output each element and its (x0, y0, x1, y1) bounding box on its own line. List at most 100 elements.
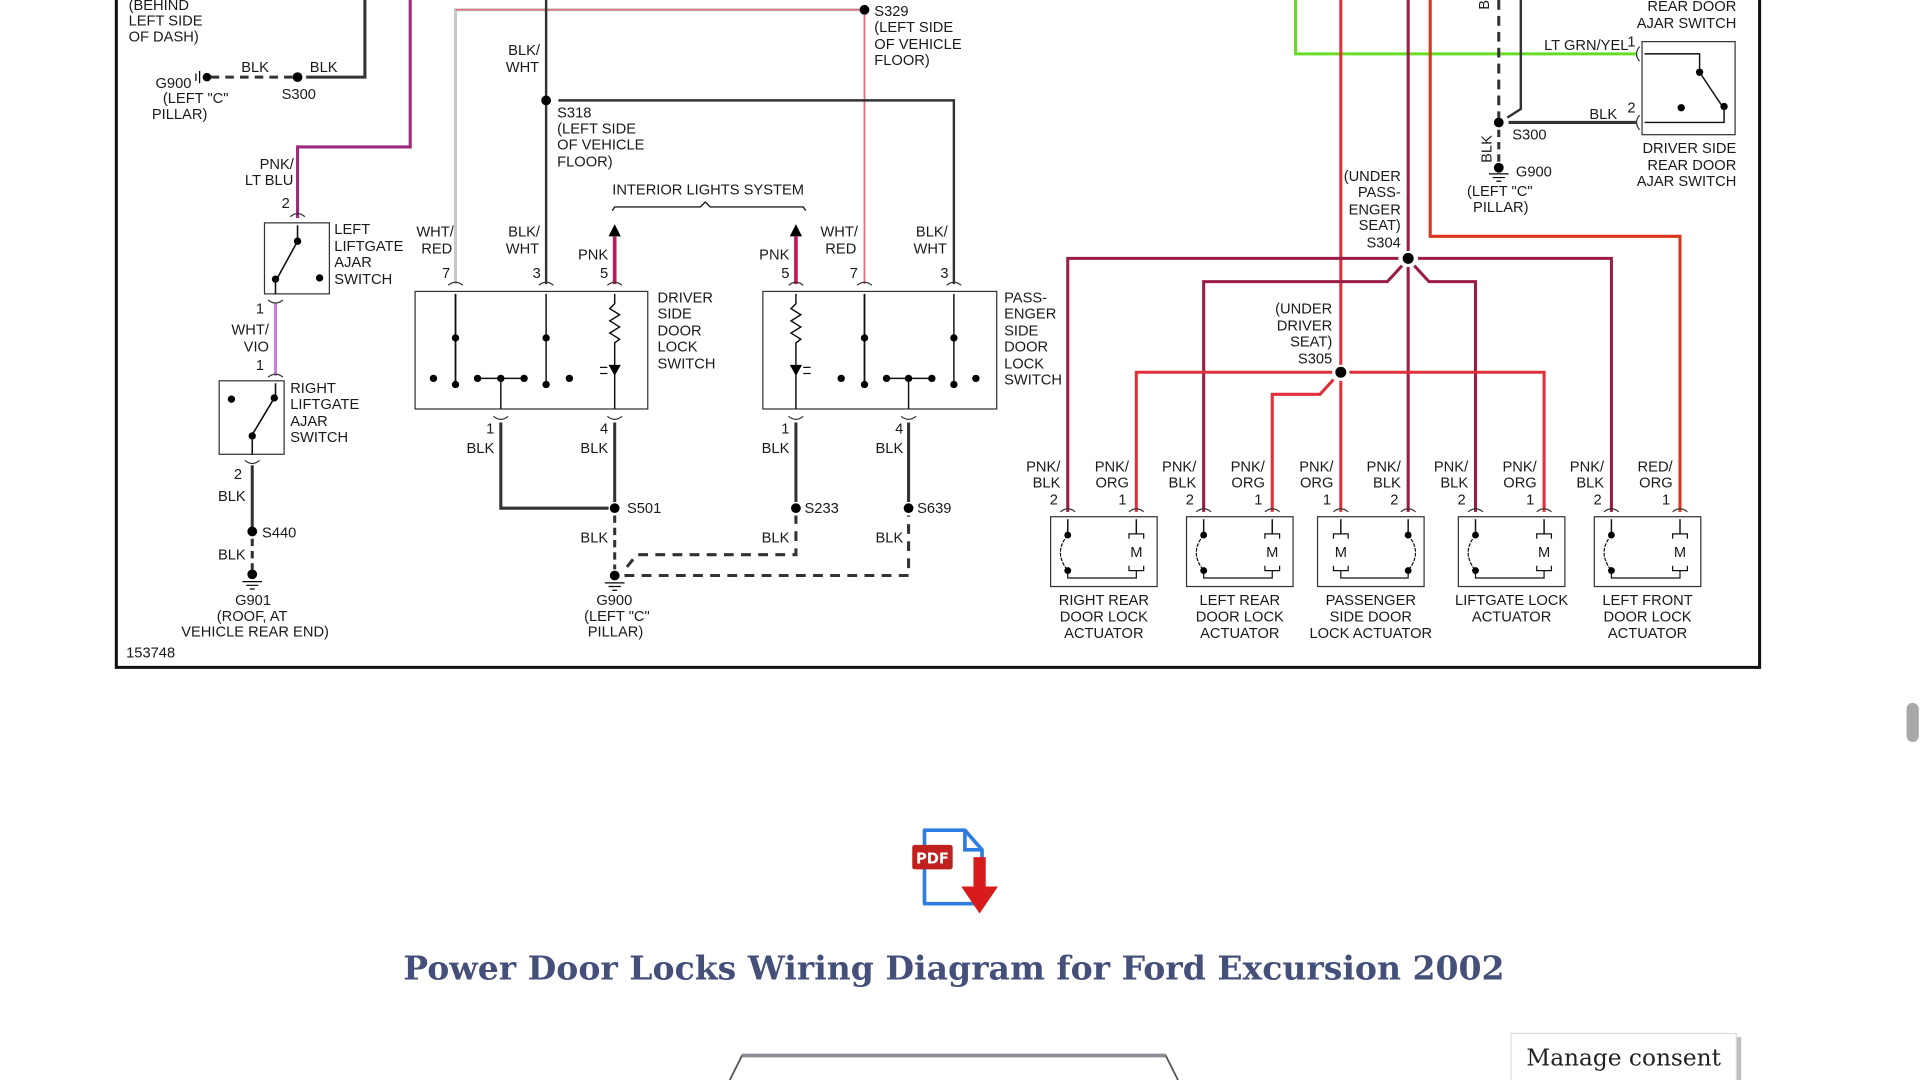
arrow-up-icon (608, 224, 621, 237)
manage-consent-button[interactable]: Manage consent (1510, 1032, 1742, 1080)
wire-label: BLK (580, 530, 608, 546)
splice-s304 (1402, 252, 1414, 264)
pin-number: 2 (1627, 101, 1635, 117)
ground-icon (195, 71, 201, 84)
g901-label: G901 (235, 593, 271, 609)
wire-label: PNK/ORG (1299, 459, 1334, 491)
wire-red-org (1428, 0, 1682, 512)
wire-pnk-blk (1066, 256, 1399, 512)
pin-number: 4 (600, 421, 608, 437)
actuator-box (1316, 516, 1425, 588)
ground-g901 (247, 569, 258, 580)
pin-number: 2 (282, 196, 290, 212)
wire-label: BLK (1589, 107, 1617, 123)
pin-number: 1 (1662, 492, 1670, 508)
wire-label: BLK (218, 489, 246, 505)
wire-label: BLK (876, 530, 904, 546)
wire-label: PNK/BLK (1570, 459, 1605, 491)
splice-s300 (292, 72, 303, 83)
motor-label: M (1266, 545, 1278, 561)
ground-icon (604, 582, 625, 591)
ground-icon (242, 581, 263, 590)
switch-arc (1407, 534, 1417, 571)
motor-icon (1672, 533, 1688, 572)
motor-icon (1128, 533, 1145, 572)
connector (1060, 508, 1145, 513)
scrollbar-thumb[interactable] (1906, 702, 1919, 743)
splice-s233 (791, 503, 801, 514)
pdf-download-icon[interactable]: PDF (912, 828, 998, 914)
wire-blk (499, 422, 609, 510)
wire-pnk-org (1270, 378, 1335, 512)
actuator-lead (1610, 570, 1681, 579)
diagram-id: 153748 (126, 646, 175, 662)
s300-label: S300 (1512, 128, 1546, 144)
wire-label: BLK/WHT (506, 224, 541, 257)
wire-label: BLK (762, 441, 790, 457)
g900-label: G900 (156, 76, 192, 92)
wire-label: LT GRN/YEL (1544, 38, 1628, 54)
wire-lt-grn-yel (1293, 0, 1636, 56)
wire-blk-dashed (624, 515, 911, 578)
partial-card (728, 1054, 1179, 1080)
switch-arc (1467, 534, 1476, 571)
pin-number: 2 (1050, 492, 1058, 508)
interior-lights-bracket (611, 201, 807, 212)
splice-s329 (859, 4, 870, 15)
pin-number: 1 (781, 421, 789, 437)
actuator-lead (1067, 570, 1137, 579)
motor-label: M (1130, 545, 1142, 561)
wire-label: PNK/LT BLU (245, 157, 295, 189)
connector (1333, 508, 1416, 513)
pin-number: 1 (256, 301, 264, 317)
pin-number: 1 (1323, 492, 1331, 508)
motor-label: M (1538, 545, 1550, 561)
s318-label: S318 (557, 106, 591, 122)
g900-location: (LEFT "C"PILLAR) (152, 91, 229, 123)
wire-label: BLK (218, 548, 246, 564)
interior-lights-label: INTERIOR LIGHTS SYSTEM (612, 183, 804, 199)
wire-label: B (1477, 0, 1493, 10)
pin-number: 5 (600, 266, 608, 282)
pin-number: 2 (1390, 492, 1398, 508)
splice-s440 (247, 526, 258, 537)
s233-label: S233 (804, 501, 838, 517)
wire-label: WHT/RED (820, 224, 858, 257)
wire-label: BLK (467, 441, 495, 457)
pin-number: 5 (781, 266, 789, 282)
wire-label: PNK (578, 248, 608, 264)
pin-number: 1 (1526, 492, 1534, 508)
wire-label: PNK/BLK (1434, 459, 1469, 491)
s501-label: S501 (627, 501, 661, 517)
s329-label: S329 (874, 4, 908, 20)
g900-label: G900 (596, 593, 632, 609)
wire-label: PNK/BLK (1026, 459, 1061, 491)
pin-number: 2 (1458, 492, 1466, 508)
wire-label: PNK/ORG (1502, 459, 1537, 491)
wire-label: PNK/BLK (1162, 459, 1197, 491)
actuator-lead (1203, 570, 1273, 579)
wire-label: PNK/BLK (1367, 459, 1402, 491)
motor-icon (1536, 533, 1553, 572)
wire-label: BLK/WHT (506, 43, 541, 76)
